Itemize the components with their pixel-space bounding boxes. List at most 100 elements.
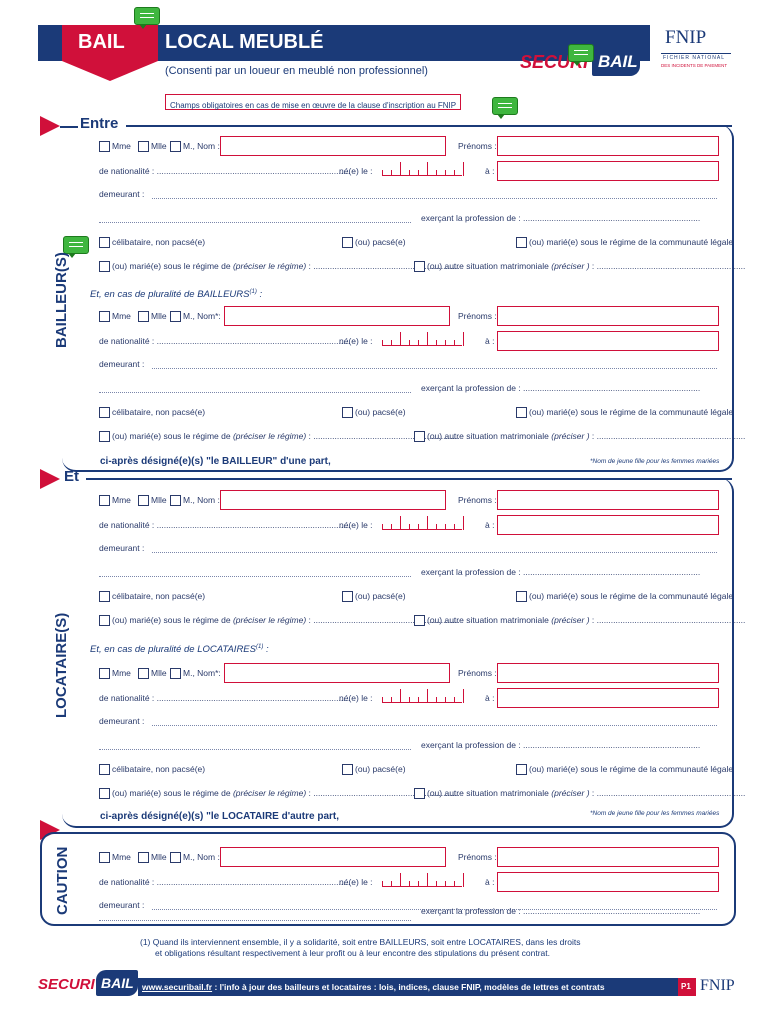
footer-fnip: FNIP xyxy=(700,977,735,994)
prenoms-input[interactable] xyxy=(497,490,719,510)
checkbox-pacse[interactable] xyxy=(342,407,353,418)
checkbox-autre[interactable] xyxy=(414,431,425,442)
checkbox-regime[interactable] xyxy=(99,261,110,272)
lieu-naissance-input[interactable] xyxy=(497,515,719,535)
label-celibataire: célibataire, non pacsé(e) xyxy=(112,764,206,774)
checkbox-mme[interactable] xyxy=(99,141,110,152)
label-lieu-naissance: à : xyxy=(485,166,495,176)
checkbox-celibataire[interactable] xyxy=(99,764,110,775)
checkbox-mlle[interactable] xyxy=(138,141,149,152)
label-demeurant: demeurant : xyxy=(99,189,145,199)
checkbox-celibataire[interactable] xyxy=(99,591,110,602)
checkbox-communaute[interactable] xyxy=(516,764,527,775)
checkbox-autre[interactable] xyxy=(414,261,425,272)
label-nom: M., Nom*: xyxy=(183,311,221,321)
checkbox-mlle[interactable] xyxy=(138,495,149,506)
comment-icon[interactable] xyxy=(492,97,518,119)
checkbox-mme[interactable] xyxy=(99,495,110,506)
label-prenoms: Prénoms : xyxy=(458,668,497,678)
checkbox-m[interactable] xyxy=(170,141,181,152)
checkbox-m[interactable] xyxy=(170,495,181,506)
bail-tab-label: BAIL xyxy=(78,31,125,53)
label-nee-le: né(e) le : xyxy=(339,693,373,703)
birthdate-field[interactable] xyxy=(382,871,464,887)
label-nom: M., Nom : xyxy=(183,852,220,862)
label-nee-le: né(e) le : xyxy=(339,166,373,176)
label-nom: M., Nom*: xyxy=(183,668,221,678)
dotted-line xyxy=(152,198,717,199)
birthdate-field[interactable] xyxy=(382,160,464,176)
checkbox-communaute[interactable] xyxy=(516,237,527,248)
comment-icon[interactable] xyxy=(134,7,160,29)
label-mlle: Mlle xyxy=(151,668,167,678)
lieu-naissance-input[interactable] xyxy=(497,161,719,181)
checkbox-m[interactable] xyxy=(170,852,181,863)
birthdate-field[interactable] xyxy=(382,514,464,530)
lieu-naissance-input[interactable] xyxy=(497,331,719,351)
label-nom: M., Nom : xyxy=(183,495,220,505)
label-nationalite: de nationalité : .......................… xyxy=(99,166,351,176)
label-autre-situation: (ou) autre situation matrimoniale (préci… xyxy=(427,261,746,271)
caution-side-label: CAUTION xyxy=(54,846,71,915)
checkbox-mlle[interactable] xyxy=(138,668,149,679)
comment-icon[interactable] xyxy=(568,44,594,66)
checkbox-communaute[interactable] xyxy=(516,591,527,602)
label-demeurant: demeurant : xyxy=(99,716,145,726)
subtitle: (Consenti par un loueur en meublé non pr… xyxy=(165,65,428,77)
label-lieu-naissance: à : xyxy=(485,336,495,346)
checkbox-communaute[interactable] xyxy=(516,407,527,418)
label-pacse: (ou) pacsé(e) xyxy=(355,591,406,601)
lieu-naissance-input[interactable] xyxy=(497,872,719,892)
dotted-line xyxy=(99,392,411,393)
checkbox-regime[interactable] xyxy=(99,615,110,626)
label-regime: (ou) marié(e) sous le régime de (précise… xyxy=(112,261,460,271)
footer-url[interactable]: www.securibail.fr xyxy=(142,982,213,992)
lieu-naissance-input[interactable] xyxy=(497,688,719,708)
label-profession: exerçant la profession de : ............… xyxy=(421,383,701,393)
nom-input[interactable] xyxy=(224,663,450,683)
nom-input[interactable] xyxy=(224,306,450,326)
checkbox-m[interactable] xyxy=(170,311,181,322)
checkbox-pacse[interactable] xyxy=(342,591,353,602)
label-communaute: (ou) marié(e) sous le régime de la commu… xyxy=(529,237,734,247)
label-demeurant: demeurant : xyxy=(99,900,145,910)
footnote-line2: et obligations résultant respectivement … xyxy=(155,948,551,958)
checkbox-mme[interactable] xyxy=(99,311,110,322)
prenoms-input[interactable] xyxy=(497,847,719,867)
nom-input[interactable] xyxy=(220,136,446,156)
checkbox-mlle[interactable] xyxy=(138,311,149,322)
birthdate-field[interactable] xyxy=(382,330,464,346)
label-demeurant: demeurant : xyxy=(99,359,145,369)
comment-icon[interactable] xyxy=(63,236,89,258)
prenoms-input[interactable] xyxy=(497,306,719,326)
prenoms-input[interactable] xyxy=(497,136,719,156)
label-nationalite: de nationalité : .......................… xyxy=(99,693,351,703)
nom-input[interactable] xyxy=(220,490,446,510)
checkbox-pacse[interactable] xyxy=(342,237,353,248)
label-profession: exerçant la profession de : ............… xyxy=(421,906,701,916)
label-mme: Mme xyxy=(112,311,131,321)
nom-input[interactable] xyxy=(220,847,446,867)
label-mme: Mme xyxy=(112,668,131,678)
label-mme: Mme xyxy=(112,495,131,505)
checkbox-autre[interactable] xyxy=(414,788,425,799)
locataires-section xyxy=(62,478,734,828)
label-lieu-naissance: à : xyxy=(485,877,495,887)
checkbox-celibataire[interactable] xyxy=(99,237,110,248)
checkbox-celibataire[interactable] xyxy=(99,407,110,418)
label-autre-situation: (ou) autre situation matrimoniale (préci… xyxy=(427,615,746,625)
checkbox-mlle[interactable] xyxy=(138,852,149,863)
prenoms-input[interactable] xyxy=(497,663,719,683)
checkbox-pacse[interactable] xyxy=(342,764,353,775)
label-pacse: (ou) pacsé(e) xyxy=(355,407,406,417)
checkbox-regime[interactable] xyxy=(99,788,110,799)
checkbox-m[interactable] xyxy=(170,668,181,679)
checkbox-regime[interactable] xyxy=(99,431,110,442)
birthdate-field[interactable] xyxy=(382,687,464,703)
bailleurs-section xyxy=(62,125,734,472)
checkbox-autre[interactable] xyxy=(414,615,425,626)
checkbox-mme[interactable] xyxy=(99,852,110,863)
label-communaute: (ou) marié(e) sous le régime de la commu… xyxy=(529,764,734,774)
checkbox-mme[interactable] xyxy=(99,668,110,679)
label-nationalite: de nationalité : .......................… xyxy=(99,877,351,887)
